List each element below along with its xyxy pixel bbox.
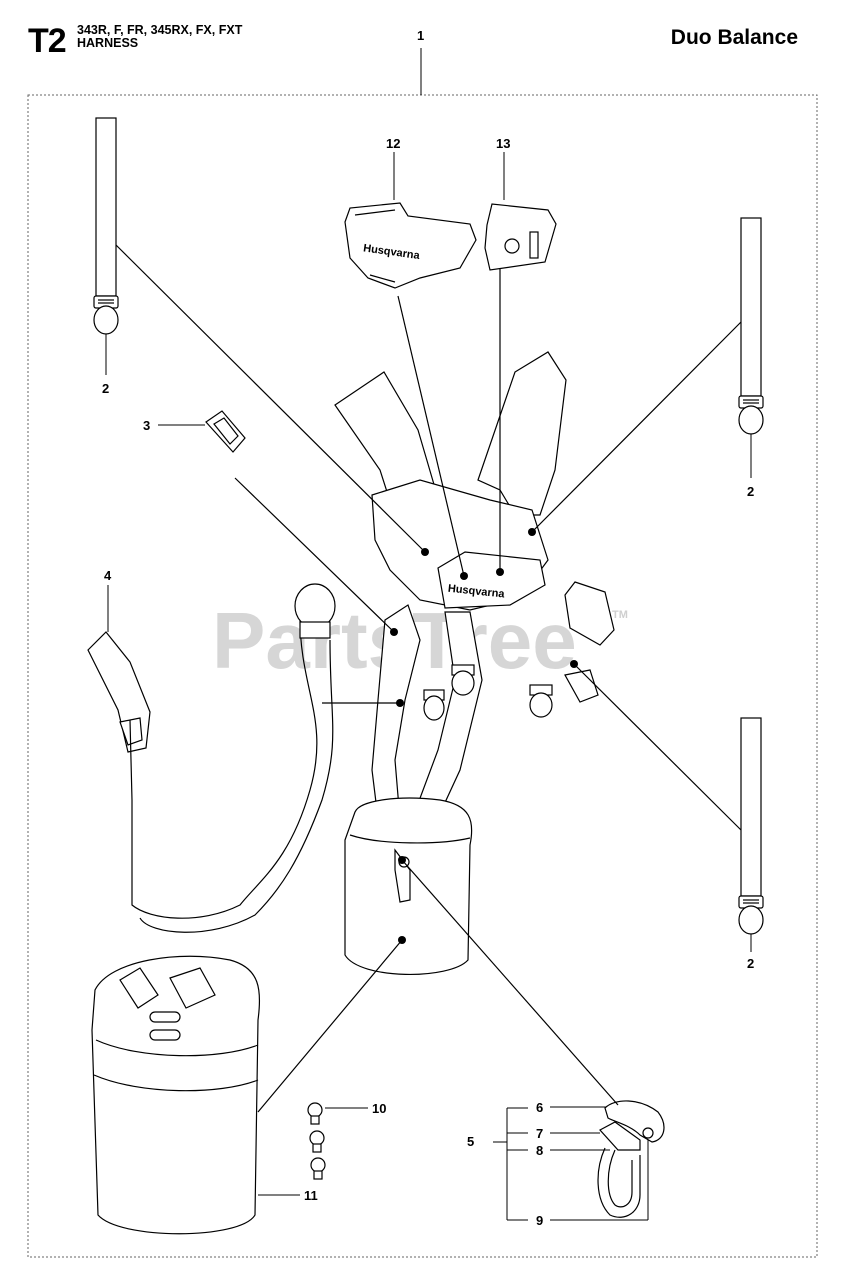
callout-12: 12: [386, 136, 400, 151]
hook-assembly-parts-5-9: [597, 1100, 665, 1218]
callout-2a: 2: [102, 381, 109, 396]
callout-11: 11: [304, 1188, 318, 1203]
callout-8: 8: [536, 1143, 543, 1158]
watermark-tm: TM: [612, 609, 628, 621]
diagram-border: [27, 94, 818, 1258]
callout-6: 6: [536, 1100, 543, 1115]
callout-9: 9: [536, 1213, 543, 1228]
callout-1: 1: [417, 28, 424, 43]
belt-pouch: [344, 797, 473, 976]
callout-2c: 2: [747, 956, 754, 971]
pouch-part-11: [91, 955, 261, 1235]
waist-strap: [129, 583, 336, 933]
model-list: 343R, F, FR, 345RX, FX, FXT HARNESS: [77, 24, 242, 50]
cover-part-12: [344, 202, 477, 289]
callout-5: 5: [467, 1134, 474, 1149]
leader-dots: [390, 528, 578, 944]
callout-10: 10: [372, 1101, 386, 1116]
strap-part-2-top-left: [93, 117, 119, 335]
callout-13: 13: [496, 136, 510, 151]
models-line: 343R, F, FR, 345RX, FX, FXT: [77, 23, 243, 37]
page-title: Duo Balance: [670, 26, 798, 49]
callout-3: 3: [143, 418, 150, 433]
leaders-6-9: [550, 1106, 649, 1221]
strap-part-2-top-right: [738, 217, 764, 435]
buckle-part-3: [205, 410, 246, 453]
clip-part-13: [484, 203, 557, 271]
shoulder-pad-part-4: [87, 631, 151, 753]
page-code: T2: [28, 22, 67, 60]
diagonal-leaders: [115, 244, 742, 1113]
callout-2b: 2: [747, 484, 754, 499]
section-name: HARNESS: [77, 36, 139, 50]
callout-4: 4: [104, 568, 112, 583]
screws-part-10: [307, 1102, 326, 1180]
strap-part-2-bottom-right: [738, 717, 764, 935]
harness-assembly: [334, 351, 615, 837]
bracket-5: [493, 1107, 528, 1221]
callout-7: 7: [536, 1126, 543, 1141]
